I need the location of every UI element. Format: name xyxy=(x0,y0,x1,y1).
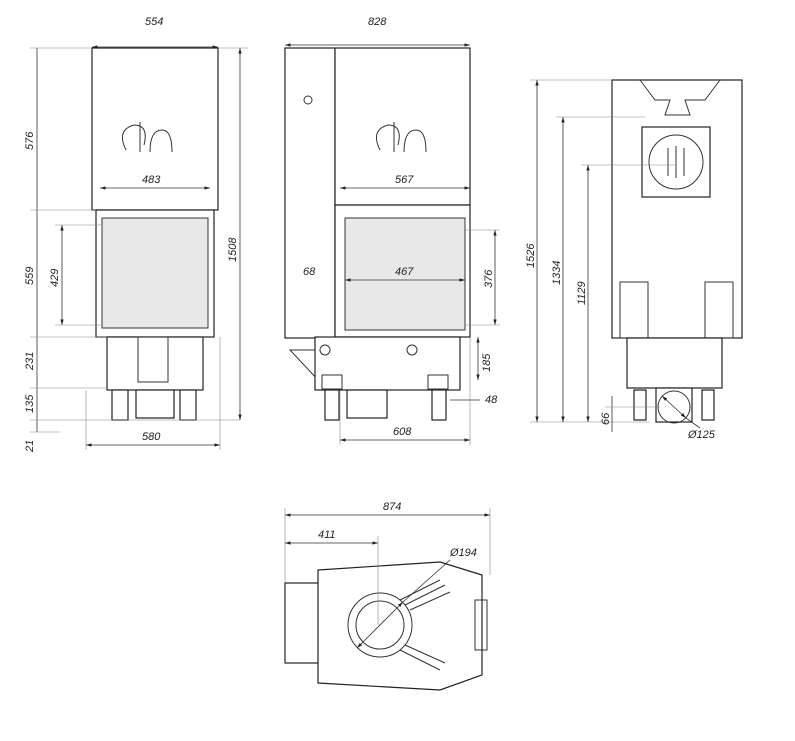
dim-side-inner-width: 567 xyxy=(395,174,414,186)
dim-rear-height-2: 1129 xyxy=(576,281,588,305)
front-view: 554 483 576 559 231 135 21 429 1508 580 xyxy=(24,16,248,453)
dim-front-height-legs: 135 xyxy=(24,394,36,413)
dim-front-total-height: 1508 xyxy=(227,237,239,262)
dim-rear-inlet-diameter: Ø125 xyxy=(687,429,716,441)
dim-front-width-top: 554 xyxy=(145,16,163,28)
dim-top-flue-diameter: Ø194 xyxy=(449,547,477,559)
dim-top-flue-offset: 411 xyxy=(318,529,336,541)
dim-side-base-height: 185 xyxy=(481,353,493,372)
dim-side-glass-height: 376 xyxy=(483,269,495,288)
rear-view: Ø125 1526 1334 1129 66 xyxy=(525,79,743,441)
dim-front-height-top: 576 xyxy=(24,131,36,150)
side-view: 828 567 467 68 376 185 48 608 xyxy=(284,16,500,445)
dim-side-glass-width: 467 xyxy=(395,266,414,278)
dim-front-width-base: 580 xyxy=(142,431,161,443)
dim-rear-inlet-height: 66 xyxy=(600,412,612,425)
dim-front-inner-width: 483 xyxy=(142,174,161,186)
top-view: Ø194 874 411 xyxy=(284,501,491,691)
dim-front-glass-height: 429 xyxy=(49,269,61,287)
dim-front-height-door: 559 xyxy=(24,267,36,285)
dim-front-height-feet: 21 xyxy=(24,440,36,453)
dim-side-offset-48: 48 xyxy=(485,394,498,406)
dim-side-offset-68: 68 xyxy=(303,266,316,278)
dim-top-width-total: 874 xyxy=(383,501,401,513)
dim-rear-height-1: 1334 xyxy=(551,261,563,285)
dim-side-width-total: 828 xyxy=(368,16,387,28)
dim-side-width-base: 608 xyxy=(393,426,412,438)
dim-rear-total-height: 1526 xyxy=(525,243,537,268)
dim-front-height-base: 231 xyxy=(24,352,36,371)
logo-icon xyxy=(121,122,173,153)
